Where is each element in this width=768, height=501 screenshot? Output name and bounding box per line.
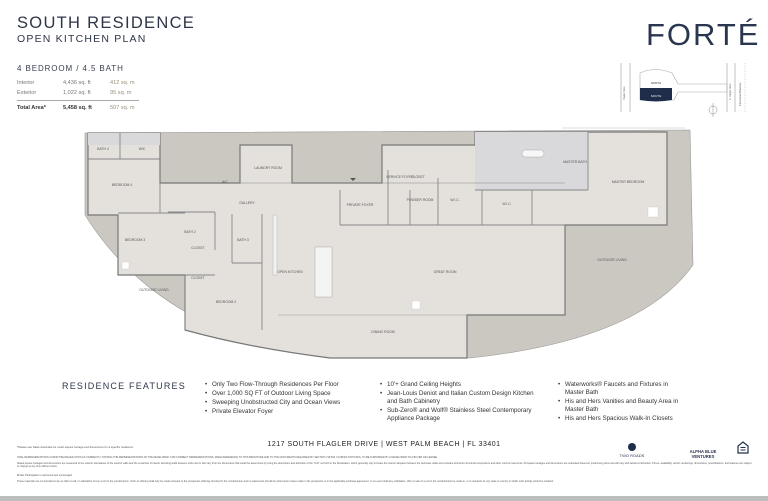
room-label: Outdoor Living (139, 288, 169, 292)
room-label: Bath 3 (237, 238, 249, 242)
disclaimer-offer: These materials are not intended to be a… (17, 480, 554, 483)
page-title: SOUTH RESIDENCE (17, 14, 196, 32)
room-label: Master Bath (563, 160, 587, 164)
room-label: Closet (191, 276, 205, 280)
svg-text:NORTH: NORTH (651, 81, 662, 85)
bedrooms-baths: 4 BEDROOM / 4.5 BATH (17, 64, 124, 73)
bottom-bar (0, 496, 768, 501)
room-label: A/C (222, 180, 228, 184)
feature-item: His and Hers Spacious Walk-In Closets (558, 415, 688, 423)
room-label: WIC (138, 147, 146, 151)
room-label: Closet (411, 175, 425, 179)
svg-text:S. Flagler Drive: S. Flagler Drive (729, 83, 732, 100)
address: 1217 SOUTH FLAGLER DRIVE | WEST PALM BEA… (267, 441, 501, 448)
feature-item: His and Hers Vanities and Beauty Area in… (558, 398, 688, 414)
key-plan: NORTH SOUTH Flagler Drive S. Flagler Dri… (562, 63, 746, 129)
room-label: Service Foyer (386, 175, 414, 179)
forte-logo: FORTÉ (646, 17, 761, 52)
feature-item: Only Two Flow-Through Residences Per Flo… (205, 381, 365, 389)
room-label: Closet (191, 246, 205, 250)
room-label: Outdoor Living (597, 258, 627, 262)
room-label: Private Foyer (346, 203, 374, 207)
area-note: *Please see Sales Associate for exact sq… (17, 445, 134, 449)
room-label: Bedroom 4 (111, 183, 133, 187)
room-label: Master Bedroom (611, 180, 645, 184)
room-label: Laundry Room (254, 166, 282, 170)
features-col3: Waterworks® Faucets and Fixtures in Mast… (558, 381, 688, 424)
room-label: Bedroom 2 (215, 300, 237, 304)
room-label: Gallery (239, 201, 255, 205)
feature-item: Waterworks® Faucets and Fixtures in Mast… (558, 381, 688, 397)
entry-arrow-icon (350, 178, 356, 181)
south-residence-highlight (640, 88, 672, 102)
svg-text:Flagler Drive: Flagler Drive (623, 86, 626, 100)
two-roads-logo: TWO ROADS (615, 443, 649, 458)
column (647, 206, 659, 218)
disclaimer-oral: ORAL REPRESENTATIONS CANNOT BE RELIED UP… (17, 456, 438, 459)
feature-item: Jean-Louis Deniot and Italian Custom Des… (380, 390, 540, 406)
features-title: RESIDENCE FEATURES (62, 381, 186, 391)
column (121, 261, 130, 270)
room-label: Open Kitchen (277, 270, 303, 274)
room-label: Bath 2 (184, 230, 196, 234)
disclaimer-stated: Stated square footages and dimensions ar… (17, 462, 752, 469)
room-label: W.I.C. (450, 198, 460, 202)
svg-text:Intracoastal Waterway: Intracoastal Waterway (739, 82, 742, 106)
interior-walls (88, 132, 589, 330)
feature-item: Sub-Zero® and Wolf® Stainless Steel Cont… (380, 407, 540, 423)
feature-item: Private Elevator Foyer (205, 408, 365, 416)
master-bath-tile (475, 132, 588, 190)
bath4-tile (88, 133, 160, 145)
room-label: Powder Room (406, 198, 434, 202)
features-col1: Only Two Flow-Through Residences Per Flo… (205, 381, 365, 417)
feature-item: 10'+ Grand Ceiling Heights (380, 381, 540, 389)
column (411, 300, 421, 310)
svg-text:SOUTH: SOUTH (651, 94, 662, 98)
bathtub (521, 149, 545, 158)
room-label: W.I.C. (502, 202, 512, 206)
features-col2: 10'+ Grand Ceiling Heights Jean-Louis De… (380, 381, 540, 424)
feature-item: Over 1,000 SQ FT of Outdoor Living Space (205, 390, 365, 398)
equal-housing-icon (737, 441, 749, 454)
page-subtitle: OPEN KITCHEN PLAN (17, 33, 147, 45)
two-roads-icon (628, 443, 636, 451)
room-label: Bath 4 (97, 147, 109, 151)
room-label: Great Room (433, 270, 457, 274)
feature-item: Sweeping Unobstructed City and Ocean Vie… (205, 399, 365, 407)
room-label: Dining Room (371, 330, 395, 334)
kitchen-island (314, 246, 333, 298)
alpha-blue-logo: ALPHA BLUE VENTURES (689, 449, 717, 459)
disclaimer-broker: Broker Participation is welcomed and enc… (17, 474, 73, 477)
kitchen-counter (272, 214, 278, 276)
room-label: Bedroom 3 (124, 238, 146, 242)
